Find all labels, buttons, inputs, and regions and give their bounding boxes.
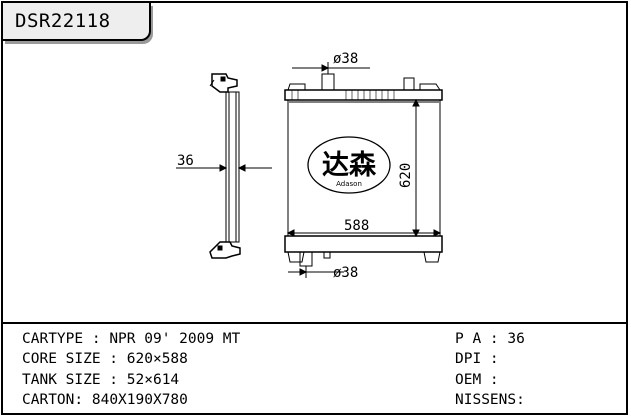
dim-outlet-diameter: ø38 bbox=[333, 265, 358, 281]
dim-inlet-diameter: ø38 bbox=[333, 51, 358, 67]
spec-dpi: DPI : bbox=[455, 351, 499, 367]
spec-pa: P A : 36 bbox=[455, 331, 525, 347]
spec-core-size: CORE SIZE : 620×588 bbox=[22, 351, 188, 367]
dim-core-height: 620 bbox=[398, 163, 414, 188]
model-code: DSR22118 bbox=[15, 10, 111, 32]
dim-core-width: 588 bbox=[344, 218, 369, 234]
spec-oem: OEM : bbox=[455, 372, 499, 388]
front-view bbox=[284, 62, 443, 278]
spec-cartype: CARTYPE : NPR 09' 2009 MT bbox=[22, 331, 241, 347]
model-code-tag: DSR22118 bbox=[3, 3, 151, 41]
spec-nissens: NISSENS: bbox=[455, 392, 525, 408]
spec-tank-size: TANK SIZE : 52×614 bbox=[22, 372, 180, 388]
spec-carton: CARTON: 840X190X780 bbox=[22, 392, 188, 408]
logo-english: Adason bbox=[336, 180, 362, 188]
logo-chinese: 达森 bbox=[322, 150, 377, 181]
section-divider bbox=[3, 322, 628, 324]
side-view bbox=[176, 73, 272, 259]
dim-side-width: 36 bbox=[177, 153, 194, 169]
